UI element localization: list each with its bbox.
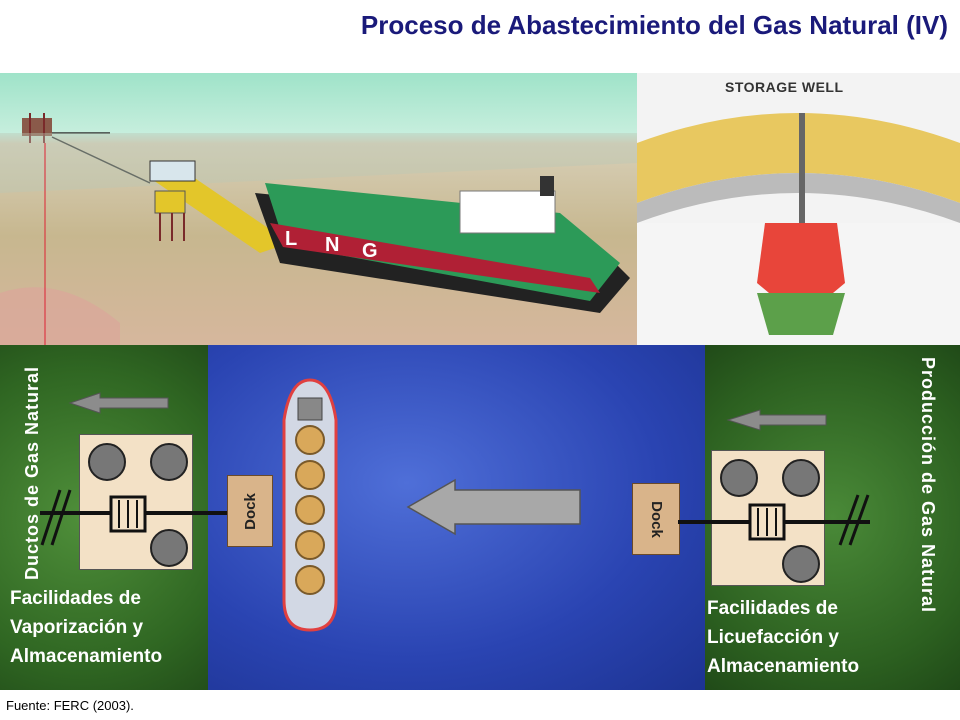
production-vertical-label: Producción de Gas Natural	[918, 357, 938, 614]
storage-tank	[720, 459, 758, 497]
receiving-dock: Dock	[227, 475, 273, 547]
ship-letter-l: L	[285, 228, 297, 250]
storage-tank	[150, 529, 188, 567]
page-title: Proceso de Abastecimiento del Gas Natura…	[360, 10, 948, 40]
flow-arrow-right-icon	[726, 409, 827, 431]
cargo-tank	[295, 565, 325, 595]
lng-terminal-illustration: L N G	[0, 113, 637, 345]
storage-tank	[150, 443, 188, 481]
ship-letter-n: N	[325, 234, 339, 256]
vaporization-facility-label: Facilidades de Vaporización y Almacenami…	[10, 588, 163, 667]
storage-well-diagram: STORAGE WELL	[637, 73, 960, 345]
lng-terminal-photo: L N G	[0, 73, 637, 345]
cargo-tank	[295, 425, 325, 455]
pipeline-vertical-label: Ductos de Gas Natural	[22, 365, 42, 580]
brine-layer	[757, 293, 845, 335]
loading-dock: Dock	[632, 483, 680, 555]
pipeline-break-mark	[40, 489, 62, 546]
loading-pier	[150, 168, 290, 253]
cargo-tank	[295, 495, 325, 525]
ship-letter-g: G	[362, 240, 378, 262]
flow-arrow-left-icon	[68, 392, 169, 414]
storage-cavern	[757, 223, 845, 293]
storage-well-illustration	[637, 113, 960, 345]
cargo-tank	[295, 530, 325, 560]
storage-well-title: STORAGE WELL	[725, 79, 844, 95]
storage-tank	[88, 443, 126, 481]
liquefaction-facility-label: Facilidades de Licuefacción y Almacenami…	[707, 598, 860, 677]
storage-tank	[782, 459, 820, 497]
source-citation: Fuente: FERC (2003).	[6, 698, 134, 713]
pipeline-break-mark	[838, 494, 860, 546]
caprock-layer	[637, 113, 960, 203]
lng-carrier-top-view	[282, 378, 338, 632]
shipping-direction-arrow-icon	[406, 478, 581, 536]
cargo-tank	[295, 460, 325, 490]
storage-tank	[782, 545, 820, 583]
well-pipe	[799, 113, 805, 313]
